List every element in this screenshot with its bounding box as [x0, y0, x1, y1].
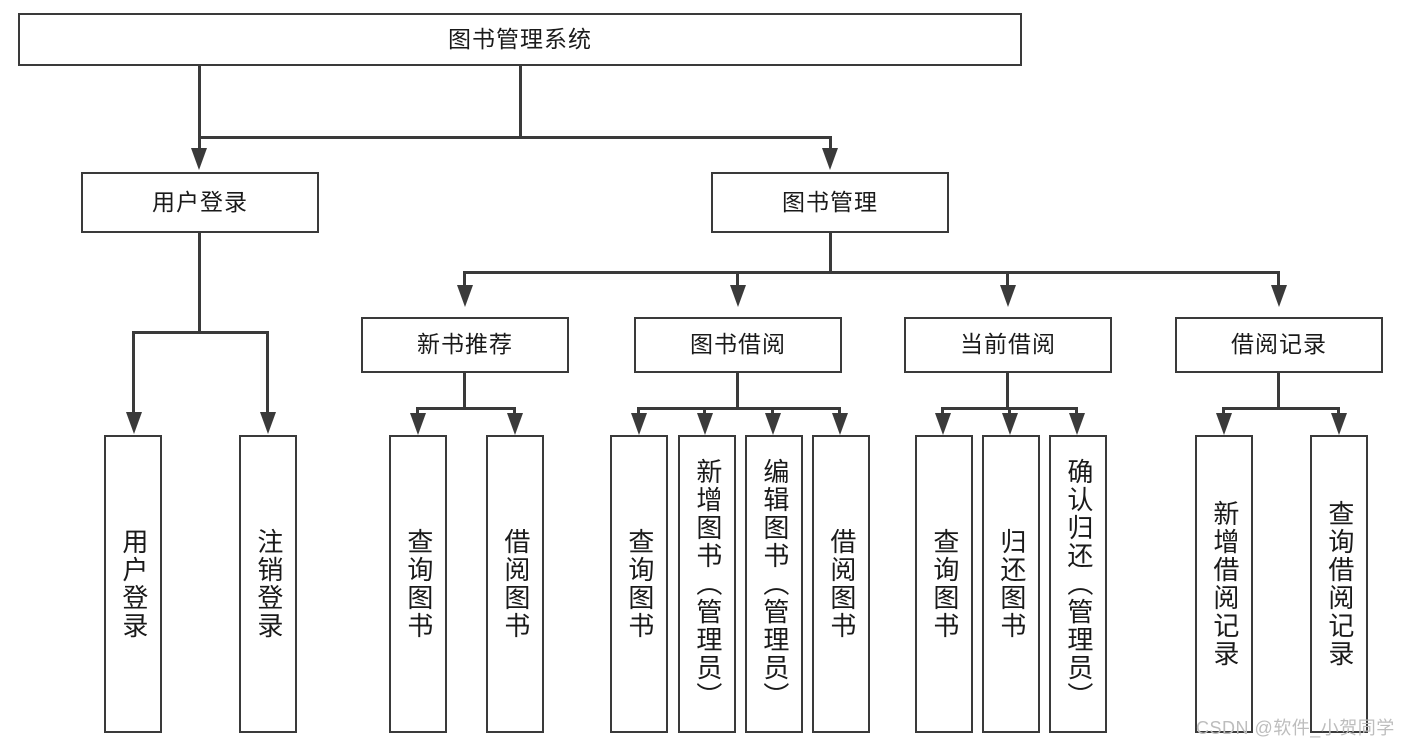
- arrowhead-current-borrow: [1000, 285, 1016, 307]
- connector-root-stem-center: [519, 66, 522, 138]
- leaf-edit-book-admin[interactable]: 编辑图书（管理员）: [745, 435, 803, 733]
- leaf-query-book-borrow[interactable]: 查询图书: [610, 435, 668, 733]
- arrowhead-leaf-query-book-3: [935, 413, 951, 435]
- leaf-logout[interactable]: 注销登录: [239, 435, 297, 733]
- arrowhead-leaf-logout: [260, 412, 276, 434]
- node-label: 新增图书（管理员）: [692, 458, 723, 710]
- connector-bm-drop-4: [1277, 271, 1280, 295]
- node-label: 借阅图书: [826, 528, 857, 640]
- node-label: 查询图书: [929, 528, 960, 640]
- connector-root-drop-left: [198, 136, 201, 156]
- connector-bb-stem: [736, 373, 739, 409]
- node-label: 新增借阅记录: [1209, 500, 1240, 668]
- node-label: 图书管理系统: [448, 25, 592, 52]
- connector-br-split-bar: [1222, 407, 1340, 410]
- leaf-confirm-return-admin[interactable]: 确认归还（管理员）: [1049, 435, 1107, 733]
- node-label: 图书管理: [782, 188, 878, 215]
- node-current-borrow[interactable]: 当前借阅: [904, 317, 1112, 373]
- connector-bm-drop-2: [736, 271, 739, 295]
- csdn-watermark: CSDN @软件_小贺同学: [1196, 718, 1395, 738]
- arrowhead-leaf-query-book-2: [631, 413, 647, 435]
- node-label: 归还图书: [996, 528, 1027, 640]
- leaf-borrow-book-recommend[interactable]: 借阅图书: [486, 435, 544, 733]
- connector-bb-split-bar: [637, 407, 840, 410]
- leaf-user-login[interactable]: 用户登录: [104, 435, 162, 733]
- arrowhead-leaf-query-record: [1331, 413, 1347, 435]
- arrowhead-leaf-user-login: [126, 412, 142, 434]
- arrowhead-leaf-return-book: [1002, 413, 1018, 435]
- node-label: 新书推荐: [417, 331, 513, 358]
- arrowhead-book-borrow: [730, 285, 746, 307]
- connector-user-login-drop-1: [132, 331, 135, 423]
- node-label: 借阅图书: [500, 528, 531, 640]
- node-label: 用户登录: [118, 528, 149, 640]
- node-label: 查询图书: [624, 528, 655, 640]
- node-label: 确认归还（管理员）: [1063, 458, 1094, 710]
- node-book-management[interactable]: 图书管理: [711, 172, 949, 233]
- arrowhead-book-manage: [822, 148, 838, 170]
- arrowhead-leaf-confirm-return: [1069, 413, 1085, 435]
- connector-bm-drop-1: [463, 271, 466, 295]
- node-label: 查询图书: [403, 528, 434, 640]
- leaf-add-book-admin[interactable]: 新增图书（管理员）: [678, 435, 736, 733]
- node-book-borrow[interactable]: 图书借阅: [634, 317, 842, 373]
- connector-book-management-stem: [829, 233, 832, 273]
- leaf-query-book-recommend[interactable]: 查询图书: [389, 435, 447, 733]
- leaf-query-borrow-record[interactable]: 查询借阅记录: [1310, 435, 1368, 733]
- connector-bm-drop-3: [1006, 271, 1009, 295]
- connector-user-login-split-bar: [132, 331, 268, 334]
- connector-br-stem: [1277, 373, 1280, 409]
- node-label: 注销登录: [253, 528, 284, 640]
- connector-user-login-drop-2: [266, 331, 269, 423]
- node-label: 编辑图书（管理员）: [759, 458, 790, 710]
- arrowhead-leaf-query-book-1: [410, 413, 426, 435]
- node-new-book-recommend[interactable]: 新书推荐: [361, 317, 569, 373]
- node-borrow-record[interactable]: 借阅记录: [1175, 317, 1383, 373]
- leaf-add-borrow-record[interactable]: 新增借阅记录: [1195, 435, 1253, 733]
- connector-user-login-stem: [198, 233, 201, 333]
- node-label: 查询借阅记录: [1324, 500, 1355, 668]
- leaf-query-book-current[interactable]: 查询图书: [915, 435, 973, 733]
- node-label: 借阅记录: [1231, 331, 1327, 358]
- arrowhead-leaf-borrow-book-1: [507, 413, 523, 435]
- connector-root-drop-right: [829, 136, 832, 156]
- node-label: 当前借阅: [960, 331, 1056, 358]
- connector-cb-stem: [1006, 373, 1009, 409]
- arrowhead-new-book-recommend: [457, 285, 473, 307]
- node-label: 用户登录: [152, 188, 248, 215]
- arrowhead-user-login: [191, 148, 207, 170]
- node-user-login[interactable]: 用户登录: [81, 172, 319, 233]
- connector-book-management-split-bar: [463, 271, 1277, 274]
- connector-root-split-bar: [198, 136, 832, 139]
- leaf-borrow-book-borrow[interactable]: 借阅图书: [812, 435, 870, 733]
- arrowhead-leaf-add-record: [1216, 413, 1232, 435]
- connector-nbr-stem: [463, 373, 466, 409]
- connector-root-stem: [198, 66, 201, 138]
- arrowhead-borrow-record: [1271, 285, 1287, 307]
- node-root-system[interactable]: 图书管理系统: [18, 13, 1022, 66]
- arrowhead-leaf-edit-book: [765, 413, 781, 435]
- arrowhead-leaf-add-book: [697, 413, 713, 435]
- arrowhead-leaf-borrow-book-2: [832, 413, 848, 435]
- node-label: 图书借阅: [690, 331, 786, 358]
- connector-nbr-split-bar: [416, 407, 515, 410]
- leaf-return-book[interactable]: 归还图书: [982, 435, 1040, 733]
